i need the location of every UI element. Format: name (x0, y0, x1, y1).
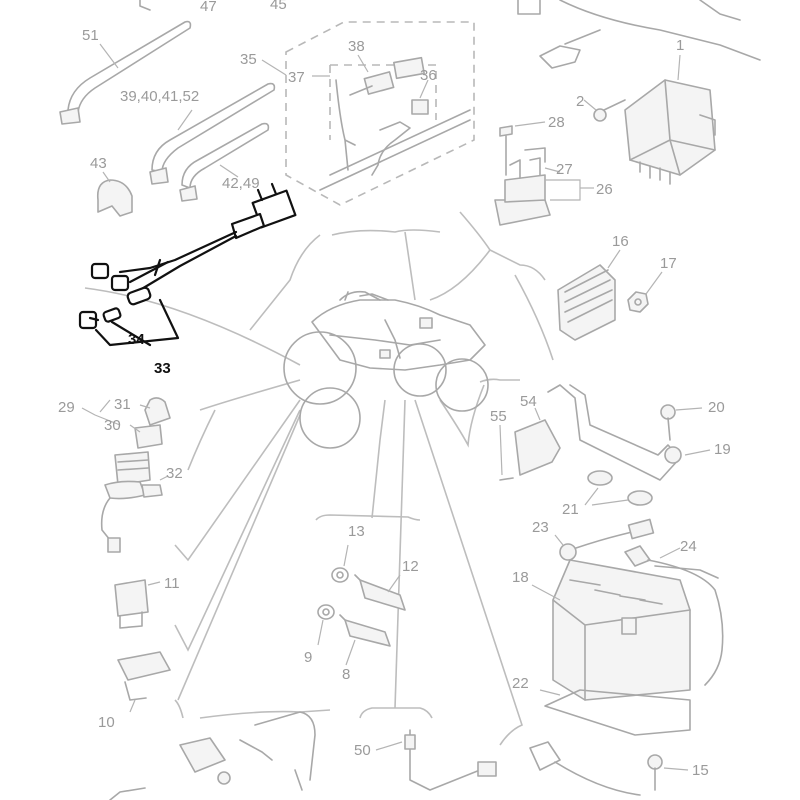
part-23-lead (554, 518, 655, 561)
label-27: 27 (556, 161, 573, 178)
label-42-49: 42,49 (222, 175, 260, 192)
part-2-screw (583, 99, 626, 122)
part-42-tie (179, 122, 270, 202)
label-20: 20 (708, 399, 725, 416)
part-29-switch (81, 397, 171, 553)
part-50-sensor (375, 729, 497, 791)
label-36: 36 (420, 67, 437, 84)
label-37: 37 (288, 69, 305, 86)
part-47-45-area (139, 0, 761, 69)
label-28: 28 (548, 114, 565, 131)
label-29: 29 (58, 399, 75, 416)
label-31: 31 (114, 396, 131, 413)
bottom-misc-parts (109, 711, 641, 800)
label-11: 11 (164, 575, 180, 592)
label-38: 38 (348, 38, 365, 55)
label-18: 18 (512, 569, 529, 586)
part-33-harness (78, 182, 297, 347)
label-1: 1 (676, 37, 684, 54)
part-22-pad (539, 689, 691, 736)
label-35: 35 (240, 51, 257, 68)
label-10: 10 (98, 714, 115, 731)
part-51-cable-tie (59, 20, 192, 125)
label-50: 50 (354, 742, 371, 759)
part-13-washer (331, 544, 349, 583)
part-11-sensor (114, 579, 161, 629)
label-26: 26 (596, 181, 613, 198)
part-12-switch (354, 574, 406, 611)
part-18-battery (531, 559, 691, 701)
part-39-tie (149, 82, 276, 185)
label-32: 32 (166, 465, 183, 482)
label-12: 12 (402, 558, 419, 575)
vehicle-outline (283, 290, 489, 449)
label-39-40-41-52: 39,40,41,52 (120, 88, 199, 105)
label-22: 22 (512, 675, 529, 692)
label-21: 21 (562, 501, 579, 518)
label-9: 9 (304, 649, 312, 666)
part-1-unit (624, 54, 716, 185)
part-54-bracket (499, 384, 682, 481)
label-54: 54 (520, 393, 537, 410)
label-33: 33 (154, 360, 171, 377)
label-55: 55 (490, 408, 507, 425)
part-9-washer (317, 604, 335, 646)
part-43-clamp (96, 171, 133, 217)
label-19: 19 (714, 441, 731, 458)
part-26-relay (494, 121, 594, 226)
label-30: 30 (104, 417, 121, 434)
part-21-grommet (584, 449, 711, 506)
part-15-bolt (647, 754, 689, 791)
label-16: 16 (612, 233, 629, 250)
label-24: 24 (680, 538, 697, 555)
label-51: 51 (82, 27, 99, 44)
part-35-harness-box (261, 21, 475, 206)
label-45: 45 (270, 0, 287, 13)
label-17: 17 (660, 255, 677, 272)
label-43: 43 (90, 155, 107, 172)
label-15: 15 (692, 762, 709, 779)
label-47: 47 (200, 0, 217, 15)
part-8-switch (339, 614, 391, 666)
part-labels: 47 45 51 39,40,41,52 35 37 38 36 1 2 28 … (58, 0, 731, 779)
label-23: 23 (532, 519, 549, 536)
part-20-bolt (660, 404, 703, 441)
label-13: 13 (348, 523, 365, 540)
part-17-nut (627, 271, 663, 313)
label-8: 8 (342, 666, 350, 683)
label-2: 2 (576, 93, 584, 110)
label-34: 34 (128, 331, 145, 348)
part-34-connector (88, 316, 100, 322)
part-10-sensor (117, 651, 171, 713)
part-24-lead (624, 545, 724, 686)
part-16-rectifier (557, 249, 621, 341)
